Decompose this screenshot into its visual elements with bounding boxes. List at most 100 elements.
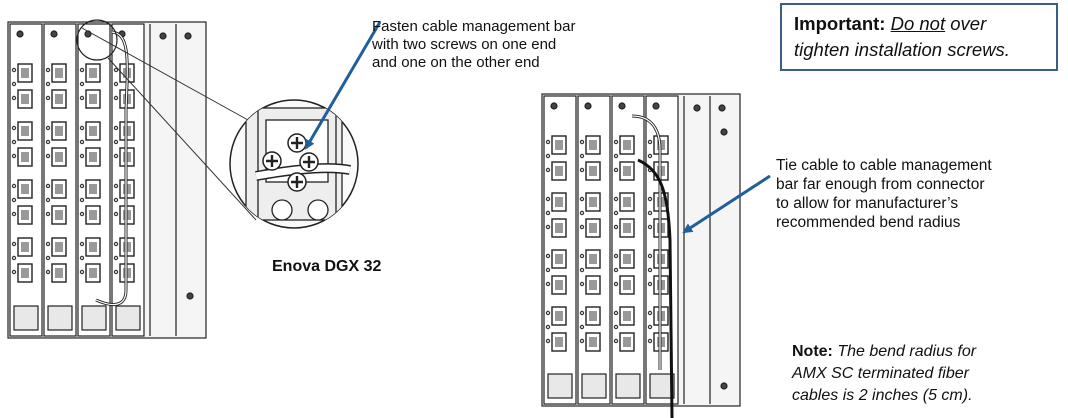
status-led xyxy=(113,81,119,87)
status-led xyxy=(579,324,585,330)
status-led xyxy=(79,67,85,73)
sc-port-core xyxy=(623,166,631,176)
status-led xyxy=(613,267,619,273)
status-led xyxy=(79,153,85,159)
status-led xyxy=(545,324,551,330)
status-led xyxy=(545,281,551,287)
status-led xyxy=(45,183,51,189)
sc-port-core xyxy=(89,184,97,194)
status-led xyxy=(613,253,619,259)
card-ejector xyxy=(581,373,607,399)
sc-port-core xyxy=(589,223,597,233)
card-ejector xyxy=(13,305,39,331)
status-led xyxy=(647,324,653,330)
status-led xyxy=(113,125,119,131)
important-emphasis: Do not xyxy=(890,13,946,34)
sc-port-core xyxy=(623,280,631,290)
sc-port-core xyxy=(555,311,563,321)
sc-port-core xyxy=(623,311,631,321)
status-led xyxy=(45,241,51,247)
status-led xyxy=(79,211,85,217)
sc-port-core xyxy=(55,94,63,104)
status-led xyxy=(11,183,17,189)
status-led xyxy=(11,197,17,203)
screw-right xyxy=(299,152,319,172)
card-screw xyxy=(84,30,92,38)
status-led xyxy=(545,253,551,259)
sc-port-core xyxy=(55,152,63,162)
card-screw xyxy=(652,102,660,110)
status-led xyxy=(45,255,51,261)
fasten-callout: Fasten cable management bar with two scr… xyxy=(372,18,575,72)
status-led xyxy=(545,139,551,145)
note-line2: AMX SC terminated fiber xyxy=(792,365,969,382)
status-led xyxy=(113,269,119,275)
bend-radius-note: Note: The bend radius for AMX SC termina… xyxy=(792,341,976,407)
status-led xyxy=(613,196,619,202)
status-led xyxy=(579,153,585,159)
status-led xyxy=(545,210,551,216)
sc-port-core xyxy=(55,210,63,220)
tie-callout-line: to allow for manufacturer’s xyxy=(776,195,959,212)
status-led xyxy=(11,241,17,247)
status-led xyxy=(613,324,619,330)
card-screw xyxy=(618,102,626,110)
sc-port-core xyxy=(89,126,97,136)
sc-port-core xyxy=(623,223,631,233)
sc-port-core xyxy=(555,280,563,290)
status-led xyxy=(613,153,619,159)
note-line1: The bend radius for xyxy=(832,343,977,360)
tie-callout-line: recommended bend radius xyxy=(776,214,961,231)
sc-port-core xyxy=(589,337,597,347)
status-led xyxy=(79,241,85,247)
status-led xyxy=(11,95,17,101)
card-screw xyxy=(584,102,592,110)
sc-port-core xyxy=(589,166,597,176)
status-led xyxy=(113,197,119,203)
status-led xyxy=(613,338,619,344)
sc-port-core xyxy=(555,223,563,233)
status-led xyxy=(11,153,17,159)
tie-callout-line: bar far enough from connector xyxy=(776,176,985,193)
fasten-callout-line: with two screws on one end xyxy=(372,36,557,53)
card-ejector xyxy=(81,305,107,331)
card-ejector xyxy=(547,373,573,399)
card-screw xyxy=(16,30,24,38)
sc-port-core xyxy=(21,152,29,162)
sc-port-core xyxy=(89,94,97,104)
note-line3: cables is 2 inches (5 cm). xyxy=(792,387,973,404)
status-led xyxy=(45,81,51,87)
status-led xyxy=(45,125,51,131)
status-led xyxy=(113,153,119,159)
status-led xyxy=(579,281,585,287)
status-led xyxy=(613,139,619,145)
status-led xyxy=(647,224,653,230)
status-led xyxy=(647,310,653,316)
status-led xyxy=(545,196,551,202)
status-led xyxy=(647,281,653,287)
status-led xyxy=(647,196,653,202)
status-led xyxy=(113,255,119,261)
status-led xyxy=(11,81,17,87)
sc-port-core xyxy=(589,311,597,321)
status-led xyxy=(11,125,17,131)
status-led xyxy=(613,224,619,230)
sc-port-core xyxy=(555,254,563,264)
right-chassis xyxy=(541,93,741,418)
status-led xyxy=(45,153,51,159)
sc-port-core xyxy=(555,337,563,347)
status-led xyxy=(579,196,585,202)
status-led xyxy=(579,224,585,230)
status-led xyxy=(545,153,551,159)
status-led xyxy=(79,95,85,101)
status-led xyxy=(79,125,85,131)
status-led xyxy=(45,95,51,101)
status-led xyxy=(579,253,585,259)
status-led xyxy=(647,153,653,159)
sc-port-core xyxy=(89,68,97,78)
tie-callout-line: Tie cable to cable management xyxy=(776,157,992,174)
status-led xyxy=(579,338,585,344)
fasten-arrow xyxy=(304,21,382,150)
card-screw xyxy=(50,30,58,38)
status-led xyxy=(647,253,653,259)
